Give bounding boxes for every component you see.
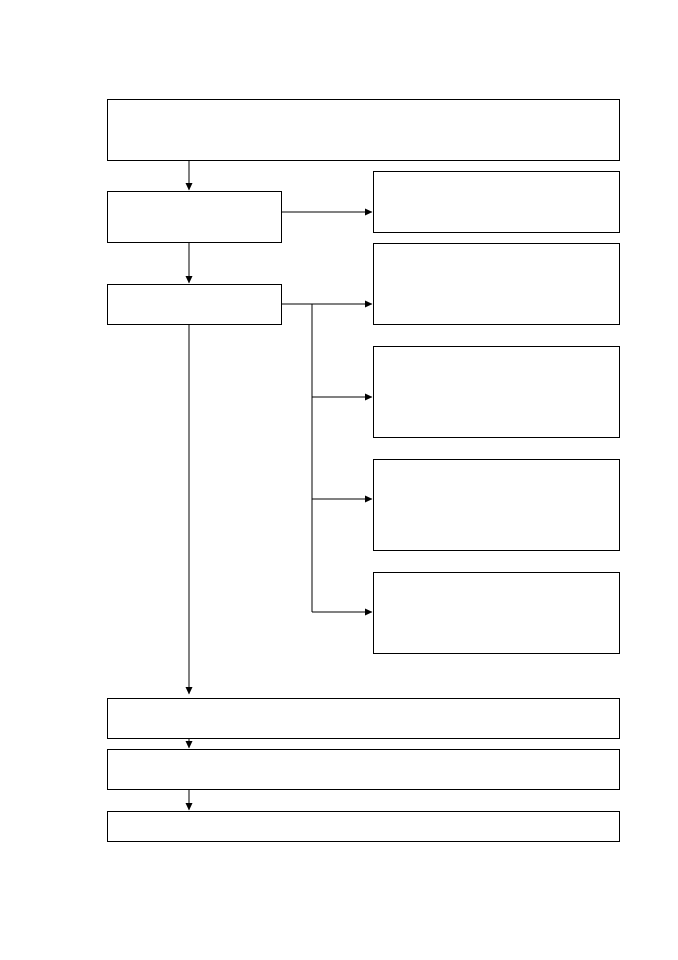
node-right-3 <box>373 346 620 438</box>
flowchart-nodes <box>107 99 620 842</box>
flowchart-connectors <box>185 161 373 811</box>
node-left-1 <box>107 191 282 243</box>
node-right-5 <box>373 572 620 654</box>
node-right-2 <box>373 243 620 325</box>
node-right-1 <box>373 171 620 233</box>
node-bottom-3 <box>107 811 620 842</box>
node-bottom-2 <box>107 749 620 790</box>
node-top <box>107 99 620 161</box>
node-left-2 <box>107 284 282 325</box>
node-bottom-1 <box>107 698 620 739</box>
node-right-4 <box>373 459 620 551</box>
